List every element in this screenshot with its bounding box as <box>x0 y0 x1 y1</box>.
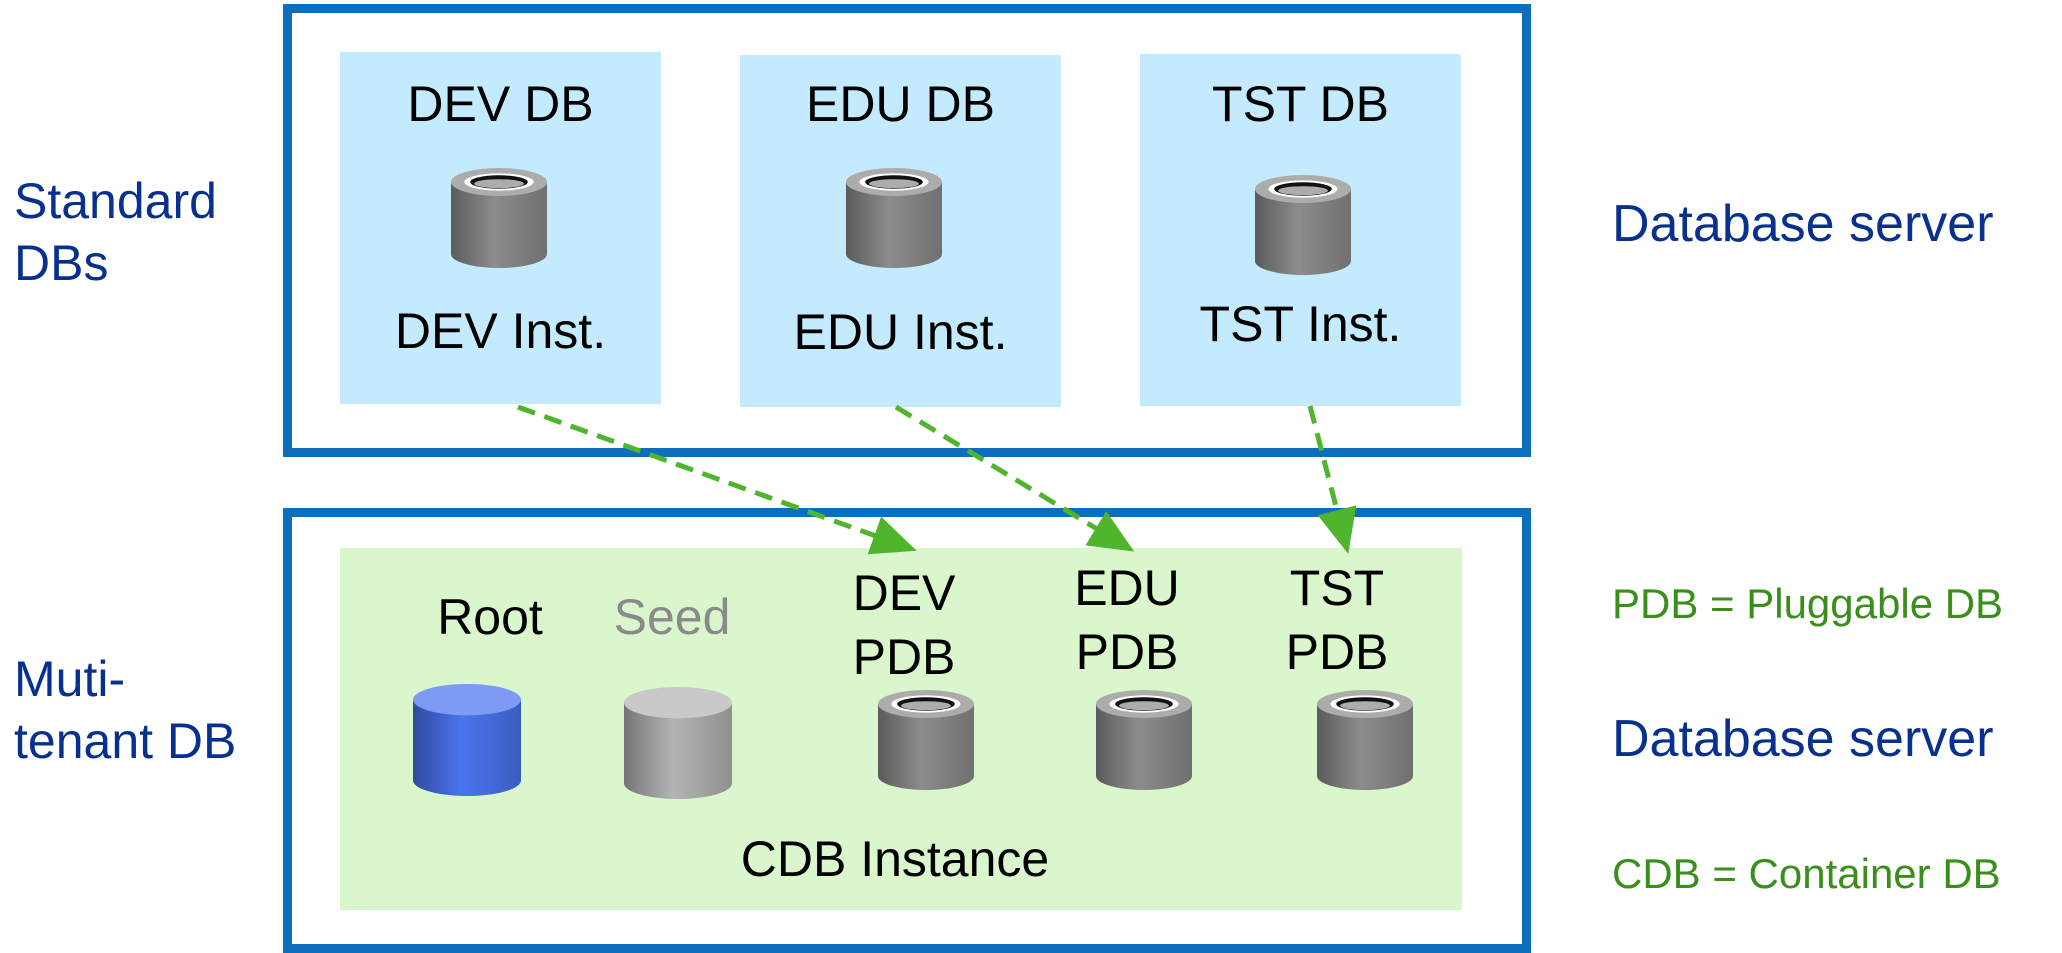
standard-dbs-label-line2: DBs <box>14 235 109 291</box>
tst-pdb-label-line1: TST <box>1289 560 1385 616</box>
tst-db-name: TST DB <box>1212 76 1389 132</box>
dev-pdb-label-line2: PDB <box>852 629 956 685</box>
edu-pdb-label-line1: EDU <box>1074 560 1180 616</box>
root-container-label: Root <box>437 589 543 645</box>
cdb-instance-label: CDB Instance <box>740 831 1050 887</box>
dev-pdb-label: DEV PDB <box>824 568 984 682</box>
database-cylinder-icon <box>1096 690 1192 790</box>
cdb-instance-panel: Root Seed DEV PDB EDU PDB TST PDB CDB In… <box>340 548 1462 910</box>
database-cylinder-icon <box>878 690 974 790</box>
database-cylinder-icon <box>1255 175 1351 275</box>
database-server-label-bottom: Database server <box>1612 710 1994 768</box>
edu-db-panel: EDU DB EDU Inst. <box>740 55 1061 407</box>
dev-pdb-label-line1: DEV <box>852 565 956 621</box>
database-cylinder-icon <box>1317 690 1413 790</box>
root-cylinder-icon <box>413 684 521 796</box>
tst-pdb-label: TST PDB <box>1257 563 1417 677</box>
dev-db-panel: DEV DB DEV Inst. <box>340 52 661 404</box>
database-server-label-top: Database server <box>1612 195 1994 253</box>
tst-pdb-label-line2: PDB <box>1285 624 1389 680</box>
cdb-definition-label: CDB = Container DB <box>1612 850 2001 897</box>
tst-db-panel: TST DB TST Inst. <box>1140 54 1461 406</box>
edu-pdb-label-line2: PDB <box>1075 624 1179 680</box>
edu-pdb-label: EDU PDB <box>1047 563 1207 677</box>
seed-cylinder-icon <box>624 687 732 799</box>
edu-instance-label: EDU Inst. <box>793 304 1008 360</box>
database-cylinder-icon <box>451 168 547 268</box>
dev-instance-label: DEV Inst. <box>394 303 607 359</box>
dev-db-name: DEV DB <box>407 76 594 132</box>
standard-dbs-label: Standard DBs <box>14 176 217 288</box>
pdb-definition-label: PDB = Pluggable DB <box>1612 580 2004 627</box>
multitenant-db-label-line1: Muti- <box>14 651 126 707</box>
edu-db-name: EDU DB <box>806 76 995 132</box>
standard-dbs-label-line1: Standard <box>14 173 217 229</box>
seed-container-label: Seed <box>613 589 731 645</box>
multitenant-db-label-line2: tenant DB <box>14 713 237 769</box>
tst-instance-label: TST Inst. <box>1199 296 1402 352</box>
database-cylinder-icon <box>846 168 942 268</box>
multitenant-db-label: Muti- tenant DB <box>14 654 236 766</box>
